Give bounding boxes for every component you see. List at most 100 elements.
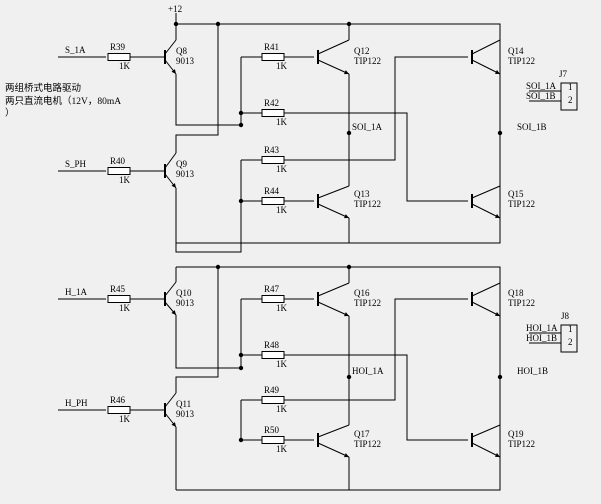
q19-emitter-arrow	[495, 453, 500, 457]
input-label-1: S_PH	[65, 159, 87, 169]
junction-dot	[238, 352, 244, 358]
input-resistor-ref-2: R45	[110, 284, 126, 294]
bridge-resistor-6	[261, 396, 285, 404]
j8-connector	[560, 324, 578, 353]
bridge-resistor-value-7: 1K	[276, 444, 288, 454]
q15-part: TIP122	[508, 199, 535, 209]
q9-collector	[164, 152, 177, 169]
j8-pin1-number: 1	[568, 324, 573, 334]
q9-part: 9013	[176, 169, 195, 179]
input-resistor-1	[107, 167, 131, 175]
bridge-resistor-1	[261, 109, 285, 117]
bridge-resistor-7	[261, 436, 285, 444]
q16-emitter-arrow	[344, 312, 349, 317]
q15-collector	[471, 185, 501, 199]
bridge-resistor-value-1: 1K	[276, 117, 288, 127]
input-resistor-0	[107, 53, 131, 61]
input-resistor-ref-1: R40	[110, 156, 126, 166]
r42-to-q15	[284, 112, 468, 202]
net-hoi-1a: HOI_1A	[352, 366, 384, 376]
q18-ref: Q18	[508, 288, 524, 298]
q16-collector	[317, 282, 350, 297]
q8-collector	[164, 39, 177, 55]
junction-dot	[346, 374, 352, 380]
q16-part: TIP122	[354, 298, 381, 308]
bridge-resistor-ref-6: R49	[264, 385, 280, 395]
input-resistor-3	[107, 406, 131, 414]
input-resistor-2	[107, 295, 131, 303]
junction-dot	[346, 130, 352, 136]
q13-part: TIP122	[354, 199, 381, 209]
bridge-resistor-value-4: 1K	[276, 303, 288, 313]
junction-dot	[238, 198, 244, 204]
j8-pin2-net: HOI_1B	[526, 333, 557, 343]
q13-ref: Q13	[354, 189, 370, 199]
q19-part: TIP122	[508, 439, 535, 449]
q12-part: TIP122	[354, 56, 381, 66]
bridge-resistor-ref-4: R47	[264, 284, 280, 294]
input-label-2: H_1A	[65, 287, 87, 297]
j8-ref: J8	[561, 311, 570, 321]
junction-dot	[215, 264, 221, 270]
q19-collector	[471, 424, 501, 438]
q8-emitter-arrow	[171, 69, 176, 74]
q12-emitter	[317, 59, 350, 75]
junction-dot	[238, 122, 244, 128]
junction-dot	[173, 21, 179, 27]
q18-emitter-arrow	[495, 312, 500, 316]
bridge-resistor-2	[261, 156, 285, 164]
q13-emitter-arrow	[344, 214, 349, 219]
j8-pin2-number: 2	[568, 337, 573, 347]
input-resistor-value-2: 1K	[119, 303, 131, 313]
q15-emitter	[471, 203, 501, 219]
q16-emitter	[317, 301, 350, 317]
q17-ref: Q17	[354, 429, 370, 439]
junction-dot	[238, 365, 244, 371]
q9-emitter-line	[175, 188, 242, 253]
note-line1: 两组桥式电路驱动	[5, 82, 81, 94]
q18-emitter	[471, 301, 501, 317]
j7-pin2-net: SOI_1B	[526, 91, 556, 101]
schematic-wires	[58, 13, 561, 491]
input-label-3: H_PH	[65, 398, 88, 408]
q17-emitter	[317, 442, 350, 458]
bridge-resistor-5	[261, 351, 285, 359]
q10-part: 9013	[176, 298, 195, 308]
q19-ref: Q19	[508, 429, 524, 439]
q9-collector-line	[175, 24, 219, 153]
input-label-0: S_1A	[65, 45, 86, 55]
q17-part: TIP122	[354, 439, 381, 449]
q9-emitter-arrow	[171, 183, 176, 188]
junction-dot	[238, 437, 244, 443]
q8-ref: Q8	[176, 46, 187, 56]
q17-collector	[317, 424, 350, 438]
q17-emitter-arrow	[344, 453, 349, 458]
r48-to-q19	[284, 354, 468, 441]
schematic-parts	[107, 21, 578, 458]
q12-collector	[317, 39, 350, 55]
q14-emitter-arrow	[495, 70, 500, 74]
q10-ref: Q10	[176, 288, 192, 298]
j8-pin1-net: HOI_1A	[526, 323, 558, 333]
j7-ref: J7	[559, 69, 568, 79]
net-soi-1b: SOI_1B	[517, 122, 547, 132]
q14-collector	[471, 39, 501, 55]
q10-collector	[164, 281, 177, 297]
junction-dot	[215, 21, 221, 27]
bridge-resistor-value-2: 1K	[276, 164, 288, 174]
input-resistor-value-1: 1K	[119, 175, 131, 185]
bridge-resistor-value-5: 1K	[276, 359, 288, 369]
q9-ref: Q9	[176, 159, 187, 169]
junction-dot	[346, 264, 352, 270]
q18-collector	[471, 282, 501, 297]
bridge-resistor-value-3: 1K	[276, 205, 288, 215]
bridge-resistor-3	[261, 197, 285, 205]
q14-emitter	[471, 59, 501, 75]
q11-part: 9013	[176, 409, 195, 419]
q8-emitter-line	[175, 74, 241, 126]
q11-emitter-arrow	[171, 422, 176, 427]
input-resistor-ref-0: R39	[110, 42, 126, 52]
bridge-resistor-ref-7: R50	[264, 425, 280, 435]
